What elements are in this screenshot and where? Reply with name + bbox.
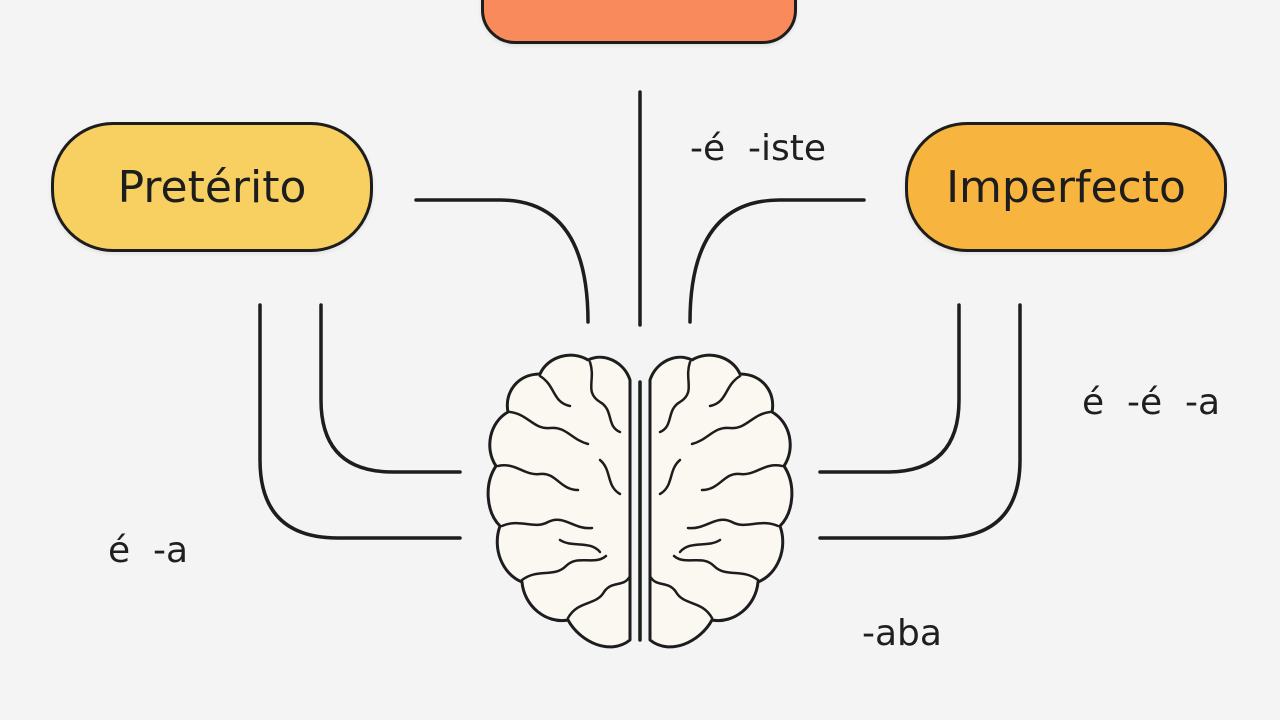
connector-left-inner (319, 303, 462, 474)
connector-right-curve (688, 198, 866, 324)
ending-right: é -é -a (1082, 382, 1221, 423)
connector-right-outer (818, 303, 1022, 540)
connector-left-outer (258, 303, 462, 540)
preterito-label: Pretérito (117, 161, 307, 213)
ending-top: -é -iste (690, 128, 827, 169)
connector-right-inner (818, 303, 961, 474)
imperfecto-pill: Imperfecto (905, 122, 1227, 252)
preterito-pill: Pretérito (51, 122, 373, 252)
top-category-pill (481, 0, 797, 44)
imperfecto-label: Imperfecto (946, 161, 1186, 213)
connector-left-curve (414, 198, 590, 324)
ending-bottom: -aba (862, 613, 942, 654)
brain-icon (486, 353, 794, 649)
ending-left: é -a (108, 530, 189, 571)
